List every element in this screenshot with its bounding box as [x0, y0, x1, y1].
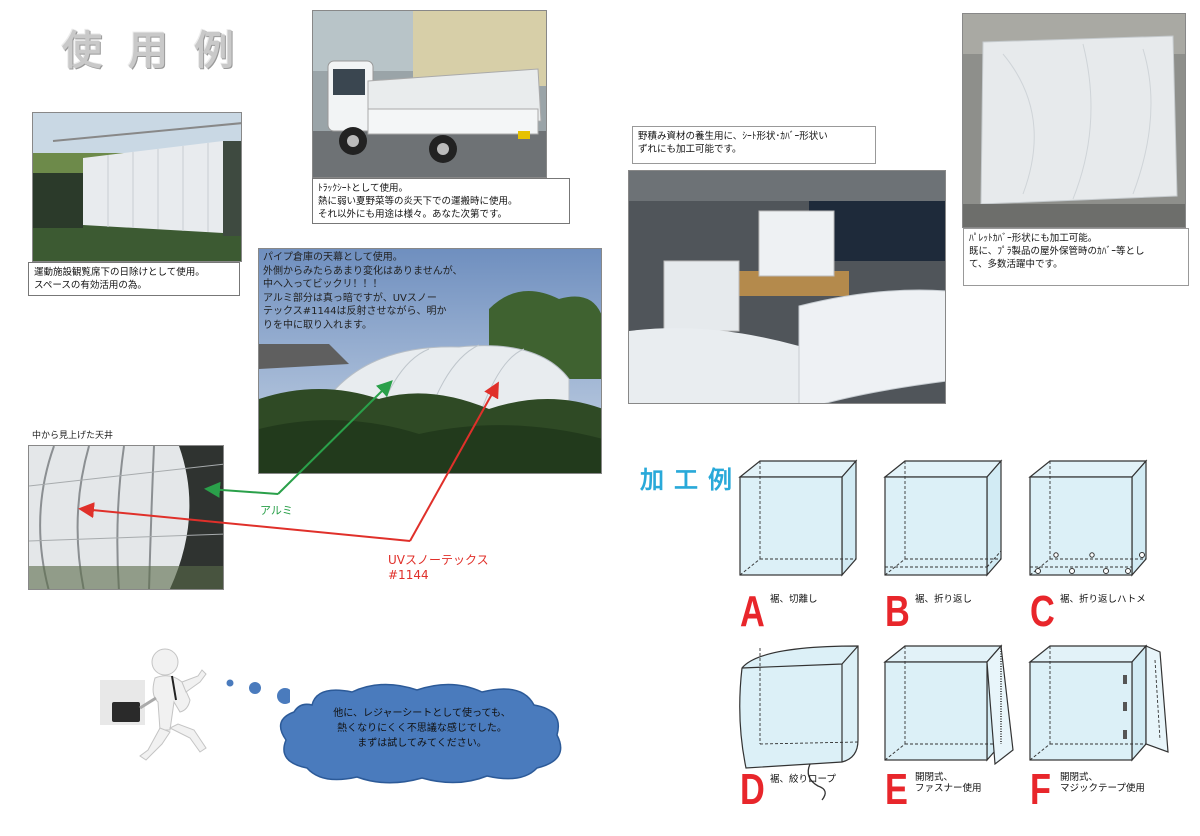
pallet-caption: ﾊﾟﾚｯﾄｶﾊﾞｰ形状にも加工可能。 既に、ﾌﾟﾗ製品の屋外保管時のｶﾊﾞｰ等と… [963, 228, 1189, 286]
material-caption: 野積み資材の養生用に、ｼｰﾄ形状･ｶﾊﾞｰ形状い ずれにも加工可能です。 [632, 126, 876, 164]
material-photo [628, 170, 946, 404]
processing-text: 開閉式、 マジックテープ使用 [1060, 772, 1145, 794]
truck-photo [312, 10, 547, 178]
processing-item-b: B 裾、折り返し [885, 590, 1025, 640]
uv-snowtex-label: UVスノーテックス #1144 [388, 553, 489, 582]
processing-text: 裾、折り返し [915, 594, 973, 605]
pipe-shed-caption: パイプ倉庫の天幕として使用。 外側からみたらあまり変化はありませんが、 中へ入っ… [263, 252, 463, 331]
processing-letter: D [740, 765, 765, 814]
stadium-caption: 運動施設観覧席下の日除けとして使用。 スペースの有効活用の為。 [28, 262, 240, 296]
processing-letter: B [885, 587, 910, 636]
processing-item-a: A 裾、切離し [740, 590, 880, 640]
ceiling-label: 中から見上げた天井 [32, 431, 114, 441]
processing-item-d: D 裾、絞りロープ [740, 765, 880, 820]
processing-title: 加工例 [640, 466, 742, 494]
aluminum-label: アルミ [260, 504, 293, 517]
stadium-photo [32, 112, 242, 262]
processing-text: 裾、折り返しハトメ [1060, 594, 1146, 605]
speech-bubble [279, 683, 562, 784]
processing-item-f: F 開閉式、 マジックテープ使用 [1030, 765, 1190, 820]
processing-diagrams [739, 460, 1169, 801]
processing-item-e: E 開閉式、 ファスナー使用 [885, 765, 1025, 820]
processing-letter: E [885, 765, 908, 814]
processing-text: 裾、絞りロープ [770, 774, 836, 785]
processing-letter: A [740, 587, 765, 636]
processing-item-c: C 裾、折り返しハトメ [1030, 590, 1190, 640]
processing-text: 開閉式、 ファスナー使用 [915, 772, 982, 794]
businessman-illustration [100, 648, 290, 761]
pallet-photo [962, 13, 1186, 228]
ceiling-photo [28, 445, 224, 590]
truck-caption: ﾄﾗｯｸｼｰﾄとして使用。 熱に弱い夏野菜等の炎天下での運搬時に使用。 それ以外… [312, 178, 570, 224]
processing-letter: F [1030, 765, 1051, 814]
processing-text: 裾、切離し [770, 594, 818, 605]
page-title: 使用例 [62, 28, 260, 74]
speech-bubble-text: 他に、レジャーシートとして使っても、 熱くなりにくく不思議な感じでした。 まずは… [333, 708, 511, 749]
processing-letter: C [1030, 587, 1055, 636]
pipe-shed-photo [258, 248, 602, 474]
